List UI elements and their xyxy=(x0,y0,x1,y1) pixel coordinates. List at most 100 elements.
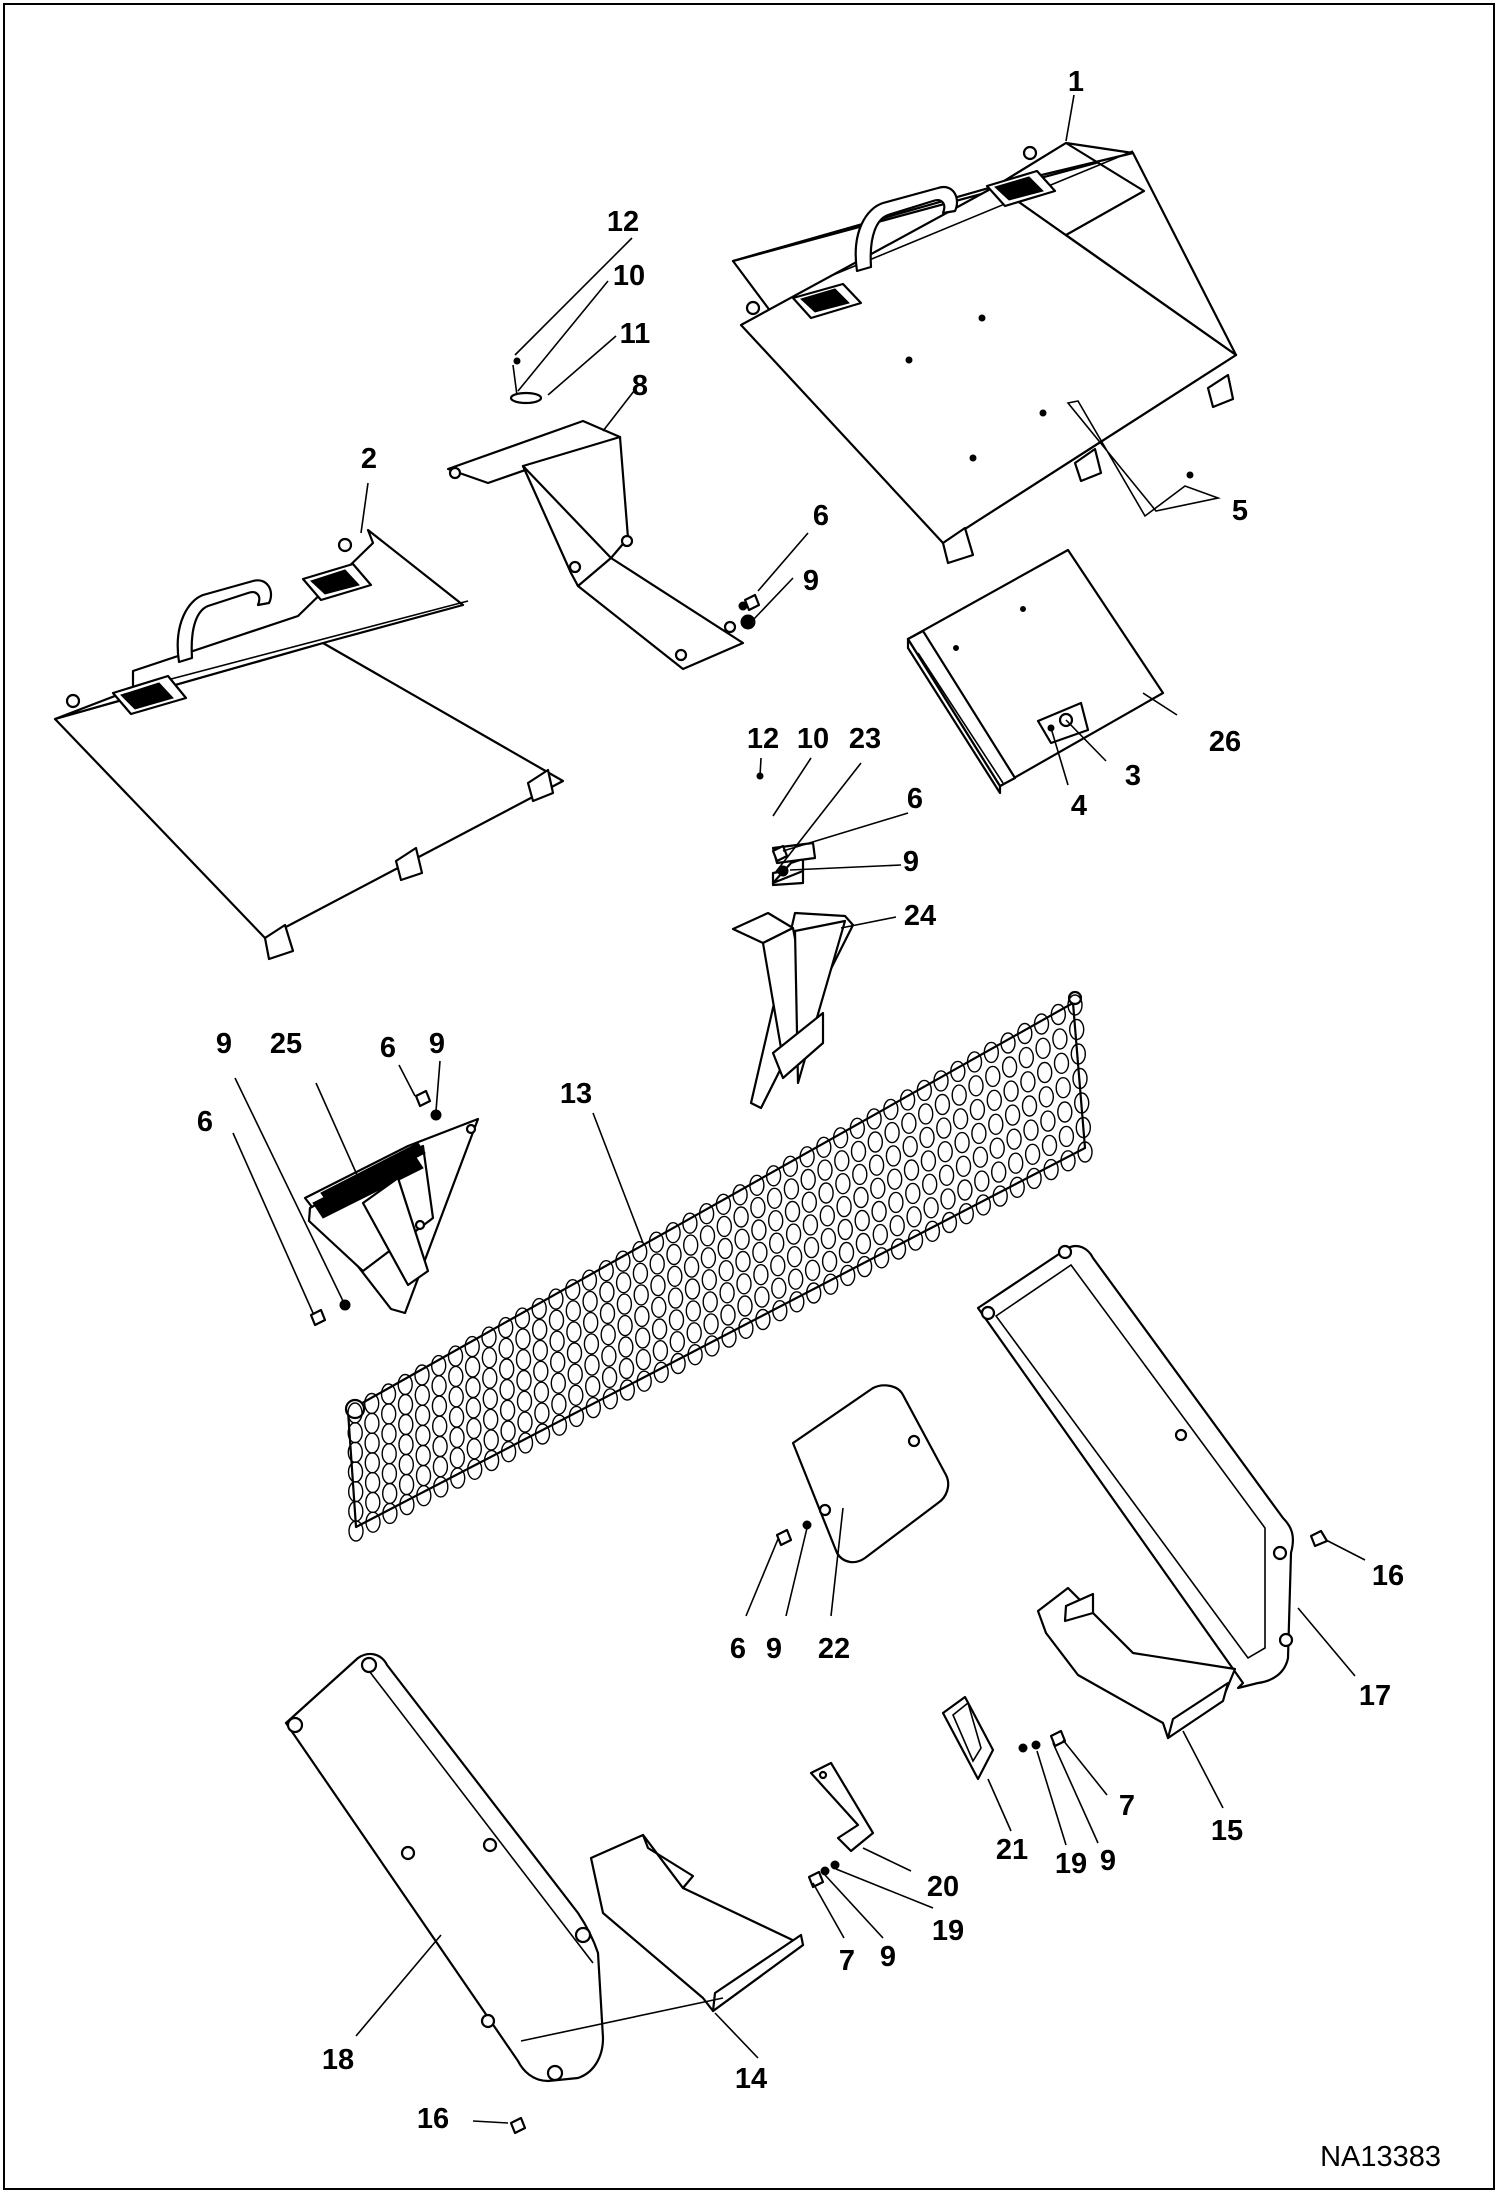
chain-link xyxy=(533,1381,550,1403)
chain-link xyxy=(635,1327,651,1349)
chain-link xyxy=(918,1103,934,1125)
chain-link xyxy=(1018,1046,1034,1069)
chain-link xyxy=(533,1360,549,1383)
chain-link xyxy=(499,1399,516,1422)
part-25-bracket xyxy=(303,1117,480,1315)
chain-link xyxy=(635,1348,652,1371)
chain-link xyxy=(584,1354,600,1376)
chain-link xyxy=(602,1388,618,1410)
chain-link xyxy=(699,1225,716,1247)
part-2-cover xyxy=(53,528,565,961)
chain-link xyxy=(1009,1176,1025,1199)
chain-link xyxy=(1050,1003,1067,1026)
chain-link xyxy=(566,1342,583,1364)
chain-link xyxy=(952,1108,969,1130)
chain-link xyxy=(887,1168,903,1190)
chain-link xyxy=(867,1131,883,1153)
chain-link xyxy=(806,1282,822,1304)
chain-link xyxy=(683,1234,699,1256)
part-1-cover xyxy=(731,141,1238,565)
chain-link xyxy=(498,1337,514,1360)
callout-20: 20 xyxy=(927,1871,959,1903)
bolt-icon xyxy=(309,1308,327,1327)
pin-icon xyxy=(513,357,521,365)
part-13-chain-curtain xyxy=(344,990,1093,1542)
chain-link xyxy=(937,1140,953,1163)
chain-link xyxy=(348,1520,364,1542)
part-22-plate xyxy=(791,1384,950,1564)
chain-link xyxy=(1068,1018,1085,1041)
chain-link xyxy=(955,1155,972,1178)
chain-link xyxy=(618,1357,635,1380)
callout-10-b: 10 xyxy=(797,723,829,755)
chain-link xyxy=(988,1113,1004,1136)
chain-link xyxy=(992,1185,1008,1207)
chain-link xyxy=(769,1232,785,1254)
bolt-icon xyxy=(807,1870,825,1889)
chain-link xyxy=(652,1339,669,1362)
chain-link xyxy=(500,1440,517,1463)
chain-link xyxy=(738,1317,754,1340)
chain-link xyxy=(753,1263,769,1286)
chain-link xyxy=(804,1259,821,1282)
chain-link xyxy=(616,1293,633,1315)
chain-link xyxy=(599,1281,615,1303)
chain-link xyxy=(852,1163,868,1186)
callout-6: 6 xyxy=(813,500,829,532)
part-24-bracket xyxy=(731,841,855,1110)
chain-link xyxy=(832,1127,849,1149)
chain-link xyxy=(483,1449,500,1472)
chain-link xyxy=(585,1375,601,1398)
callout-3: 3 xyxy=(1125,760,1141,792)
chain-link xyxy=(818,1182,834,1204)
bolt-icon xyxy=(771,844,789,863)
chain-link xyxy=(1008,1152,1024,1174)
chain-link xyxy=(768,1209,784,1232)
chain-link xyxy=(803,1236,820,1259)
chain-link xyxy=(717,1237,733,1260)
part-14-guard xyxy=(589,1833,805,2013)
chain-link xyxy=(1036,1061,1053,1084)
chain-link xyxy=(531,1297,547,1320)
bolt-icon xyxy=(414,1089,432,1108)
chain-link xyxy=(1060,1150,1076,1172)
chain-link xyxy=(954,1131,970,1154)
chain-link xyxy=(666,1243,682,1266)
chain-link xyxy=(551,1414,568,1436)
callout-16-b: 16 xyxy=(417,2103,449,2135)
chain-link xyxy=(732,1184,748,1206)
chain-link xyxy=(598,1259,614,1282)
chain-link xyxy=(1017,1022,1033,1045)
chain-link xyxy=(971,1122,987,1145)
chain-link xyxy=(820,1227,837,1250)
diagram-canvas: 1 12 10 11 8 2 6 9 5 26 3 4 12 10 23 6 9… xyxy=(3,3,1495,2190)
chain-link xyxy=(568,1405,585,1428)
chain-link xyxy=(765,1165,782,1187)
chain-link xyxy=(532,1318,548,1341)
chain-link xyxy=(532,1339,548,1362)
chain-link xyxy=(1035,1037,1051,1060)
callout-26: 26 xyxy=(1209,726,1241,758)
diagram-border xyxy=(3,3,1495,2190)
chain-link xyxy=(653,1361,669,1384)
chain-link xyxy=(551,1393,567,1415)
chain-link xyxy=(991,1161,1007,1183)
chain-link xyxy=(515,1348,532,1371)
chain-link xyxy=(517,1411,533,1433)
chain-link xyxy=(720,1304,736,1326)
chain-link xyxy=(633,1284,649,1306)
callout-23: 23 xyxy=(849,723,881,755)
chain-link xyxy=(972,1146,989,1168)
chain-link xyxy=(903,1159,920,1181)
chain-link xyxy=(567,1363,583,1385)
chain-link xyxy=(534,1402,550,1424)
chain-link xyxy=(416,1484,432,1507)
part-26-cover-plate xyxy=(906,548,1165,795)
chain-link xyxy=(837,1218,853,1241)
callout-14: 14 xyxy=(735,2063,767,2095)
chain-link xyxy=(870,1177,886,1200)
chain-link xyxy=(615,1271,632,1294)
chain-link xyxy=(548,1309,565,1331)
chain-link xyxy=(433,1476,449,1498)
chain-link xyxy=(668,1309,685,1331)
